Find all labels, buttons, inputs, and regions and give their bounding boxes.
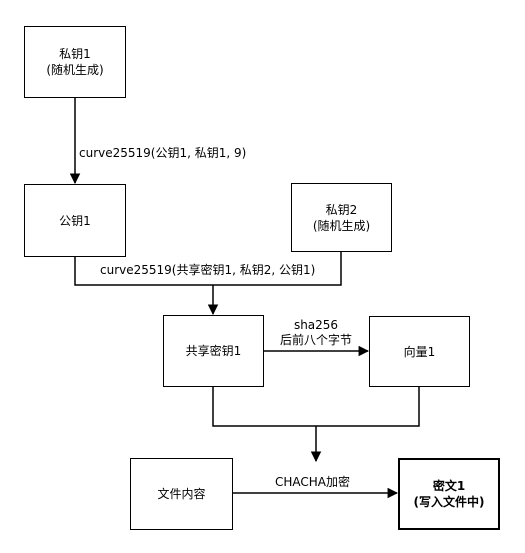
node-private-key1-title: 私钥1 <box>59 47 91 61</box>
edge-label-vector-line2: 后前八个字节 <box>279 333 352 347</box>
node-public-key1: 公钥1 <box>24 184 126 257</box>
node-private-key1-note: (随机生成) <box>46 63 104 77</box>
node-private-key2: 私钥2 (随机生成) <box>291 183 392 252</box>
edge-label-pub-from-priv: curve25519(公钥1, 私钥1, 9) <box>79 146 247 161</box>
node-private-key1: 私钥1 (随机生成) <box>24 26 126 98</box>
edge-label-vector-line1: sha256 <box>293 318 339 332</box>
node-private-key2-note: (随机生成) <box>312 218 371 233</box>
node-private-key2-title: 私钥2 <box>325 202 358 217</box>
node-ciphertext1-title: 密文1 <box>432 479 466 493</box>
edge-label-vector-from-shared: sha256 后前八个字节 <box>276 318 356 348</box>
node-shared-key1-title: 共享密钥1 <box>185 344 242 358</box>
edge-label-shared-from-keys: curve25519(共享密钥1, 私钥2, 公钥1) <box>100 263 316 277</box>
node-ciphertext1: 密文1 (写入文件中) <box>398 458 500 530</box>
node-file-content: 文件内容 <box>130 458 233 530</box>
node-vector1-title: 向量1 <box>403 344 436 359</box>
node-ciphertext1-note: (写入文件中) <box>413 495 485 509</box>
node-vector1: 向量1 <box>369 316 470 387</box>
edge-label-encrypt: CHACHA加密 <box>275 475 351 490</box>
node-public-key1-title: 公钥1 <box>59 213 91 228</box>
node-shared-key1: 共享密钥1 <box>163 315 264 387</box>
node-file-content-title: 文件内容 <box>157 487 206 501</box>
edge-shared-merge <box>74 252 342 286</box>
edge-key-vector-merge <box>212 387 420 427</box>
